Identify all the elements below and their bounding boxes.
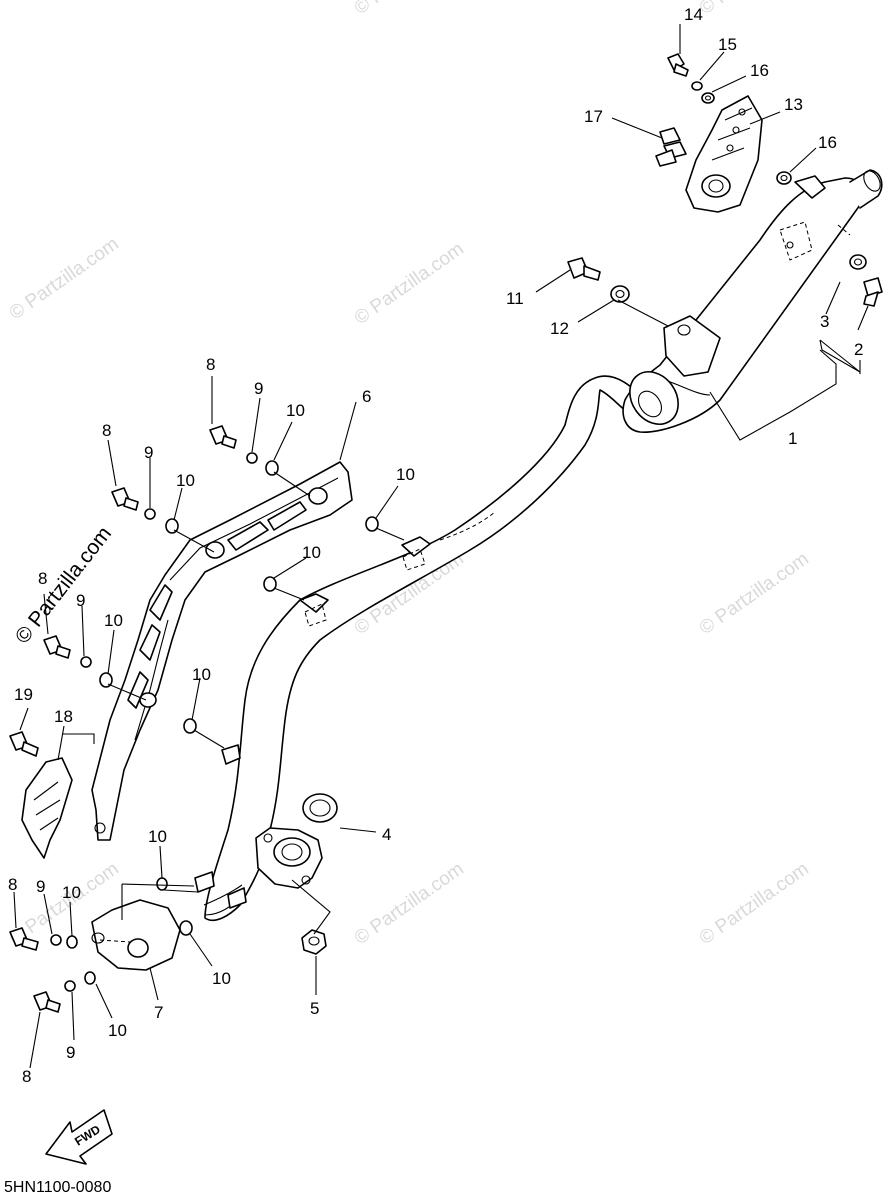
bolt-8 xyxy=(9,927,39,951)
callout-10: 10 xyxy=(396,465,415,484)
callout-8: 8 xyxy=(206,355,215,374)
callout-10: 10 xyxy=(192,665,211,684)
washer-15 xyxy=(691,81,703,91)
diagram-code: 5HN1100-0080 xyxy=(4,1179,111,1196)
callout-13: 13 xyxy=(784,95,803,114)
callout-6: 6 xyxy=(362,387,371,406)
rear-bracket xyxy=(685,95,763,213)
heat-protector-18 xyxy=(21,757,73,859)
callout-10: 10 xyxy=(148,827,167,846)
bolt-8 xyxy=(43,635,71,659)
callout-15: 15 xyxy=(718,35,737,54)
watermark: © Partzilla.com xyxy=(351,0,468,19)
flange-nut xyxy=(301,929,327,955)
watermark: © Partzilla.com xyxy=(696,0,813,19)
lock-washers-9 xyxy=(50,452,258,992)
heat-protector-6 xyxy=(91,461,353,841)
callout-10: 10 xyxy=(286,401,305,420)
washer-3 xyxy=(849,254,867,270)
callout-5: 5 xyxy=(310,999,319,1018)
callout-17: 17 xyxy=(584,107,603,126)
callout-16: 16 xyxy=(818,133,837,152)
bolt-2 xyxy=(863,277,883,307)
callout-10: 10 xyxy=(176,471,195,490)
washer-16-top xyxy=(701,92,715,104)
callout-8: 8 xyxy=(22,1067,31,1086)
callout-10: 10 xyxy=(212,969,231,988)
callout-10: 10 xyxy=(104,611,123,630)
callout-9: 9 xyxy=(76,591,85,610)
washer-16-right xyxy=(776,171,792,185)
callout-10: 10 xyxy=(62,883,81,902)
bolt-11 xyxy=(567,257,601,281)
callout-8: 8 xyxy=(102,421,111,440)
callout-3: 3 xyxy=(820,312,829,331)
callout-9: 9 xyxy=(144,443,153,462)
callout-2: 2 xyxy=(854,340,863,359)
fwd-arrow: FWD xyxy=(45,1109,113,1165)
washer-12 xyxy=(610,285,630,303)
muffler xyxy=(622,169,883,433)
bolt-14 xyxy=(667,53,689,77)
callout-9: 9 xyxy=(36,877,45,896)
stud-bolts-17 xyxy=(655,127,687,167)
heat-protector-7 xyxy=(91,899,181,971)
exhaust-pipe xyxy=(194,375,641,922)
bolt-19 xyxy=(9,731,39,757)
watermark: © Partzilla.com xyxy=(351,858,468,949)
callout-16: 16 xyxy=(750,61,769,80)
exhaust-gasket xyxy=(302,793,338,823)
callout-7: 7 xyxy=(154,1003,163,1022)
watermark: © Partzilla.com xyxy=(11,522,116,648)
watermark: © Partzilla.com xyxy=(696,548,813,639)
watermark: © Partzilla.com xyxy=(6,233,123,324)
callout-10: 10 xyxy=(108,1021,127,1040)
washers-10 xyxy=(66,460,379,985)
bolt-8 xyxy=(209,425,237,449)
callout-9: 9 xyxy=(254,379,263,398)
callout-12: 12 xyxy=(550,319,569,338)
callout-4: 4 xyxy=(382,825,391,844)
callout-18: 18 xyxy=(54,707,73,726)
watermark: © Partzilla.com xyxy=(351,238,468,329)
callout-9: 9 xyxy=(66,1043,75,1062)
callout-8: 8 xyxy=(8,875,17,894)
callout-labels: 1 2 3 4 5 6 7 8 8 8 8 8 9 9 9 9 9 10 10 … xyxy=(8,5,863,1086)
watermark: © Partzilla.com xyxy=(696,858,813,949)
bolt-8 xyxy=(33,991,61,1013)
bolt-8 xyxy=(111,487,139,511)
callout-11: 11 xyxy=(506,289,524,308)
leader-lines xyxy=(13,24,869,1069)
callout-19: 19 xyxy=(14,685,33,704)
callout-1: 1 xyxy=(788,429,797,448)
callout-8: 8 xyxy=(38,569,47,588)
callout-10: 10 xyxy=(302,543,321,562)
callout-14: 14 xyxy=(684,5,703,24)
